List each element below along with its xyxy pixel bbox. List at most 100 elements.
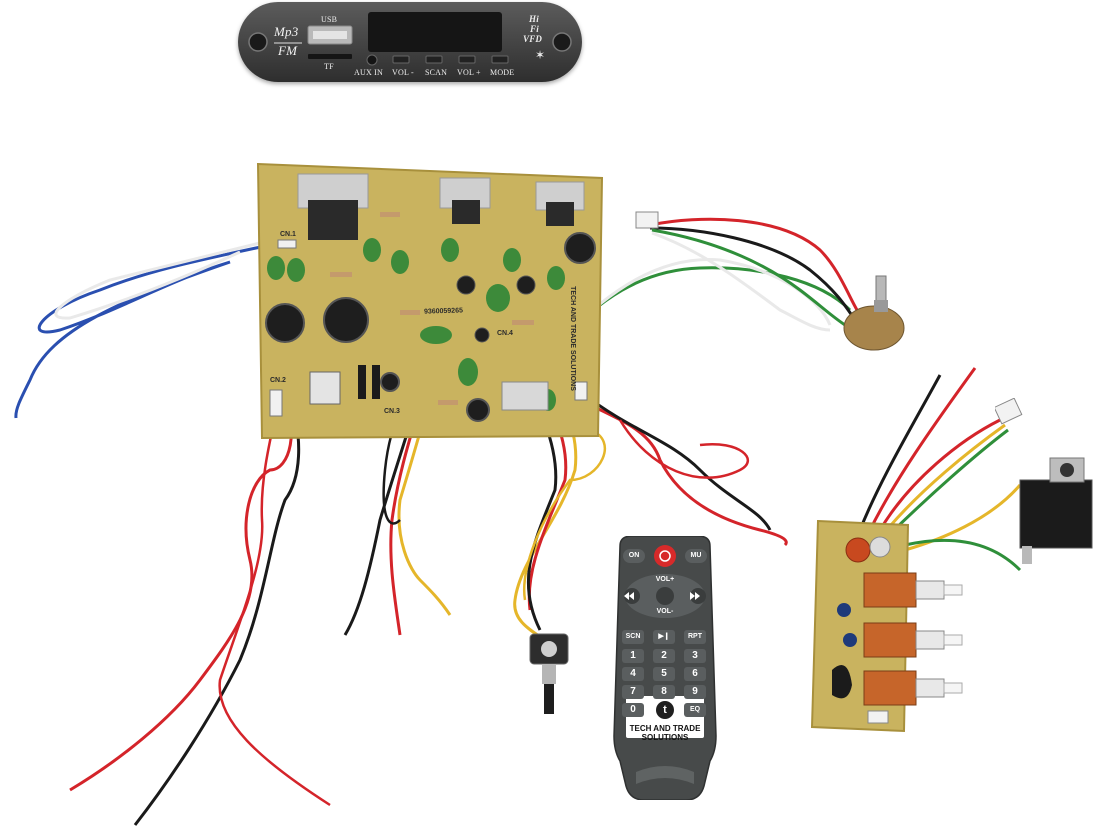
play-pause-button <box>656 587 674 605</box>
capacitor-large-3 <box>564 232 596 264</box>
silk-cn2: CN.2 <box>270 377 286 384</box>
amplifier-board <box>256 162 604 440</box>
brand-logo-icon: t <box>656 701 674 719</box>
remote-brand-line-2: SOLUTIONS <box>641 733 689 742</box>
diode-1 <box>358 365 366 399</box>
scan-label: SCAN <box>425 68 448 77</box>
vol-up-button[interactable]: VOL+ <box>655 576 675 583</box>
mp3-brand-top: Mp3 <box>274 24 299 39</box>
vol-minus-key <box>392 55 410 64</box>
switch-tip-2 <box>943 634 963 646</box>
key-6[interactable]: 6 <box>684 667 706 681</box>
ic-3 <box>546 202 574 226</box>
vol-plus-key <box>458 55 476 64</box>
vol-down-button[interactable]: VOL- <box>656 608 674 615</box>
small-pot-bushing <box>542 664 556 684</box>
capacitor-6 <box>456 275 476 295</box>
red-wire-top <box>649 217 862 316</box>
switch-cap-2 <box>869 536 891 558</box>
remote-brand-line-1: TECH AND TRADE <box>629 724 701 733</box>
switch-plunger-1 <box>915 580 945 600</box>
green-wire-switch <box>888 428 1009 536</box>
yellow-loop <box>523 428 607 601</box>
mode-label: MODE <box>490 68 515 77</box>
pot-bushing <box>874 300 888 312</box>
small-pot <box>529 633 569 714</box>
red-wire-switch-1 <box>868 367 977 531</box>
play-button[interactable]: ▶❙ <box>653 630 675 644</box>
switch-connector <box>867 710 889 724</box>
film-cap-2 <box>287 258 305 282</box>
capacitor-large-2 <box>323 297 369 343</box>
mp3-brand-bottom: FM <box>278 43 298 58</box>
film-cap-4 <box>391 250 409 274</box>
silk-cn4: CN.4 <box>497 330 513 337</box>
resistor-5 <box>438 400 458 405</box>
rpt-button[interactable]: RPT <box>684 630 706 644</box>
aux-in-label: AUX IN <box>354 68 383 77</box>
key-8[interactable]: 8 <box>653 685 675 699</box>
mounting-hole-left <box>248 32 268 52</box>
aux-jack <box>366 54 378 66</box>
film-cap-3 <box>363 238 381 262</box>
key-0[interactable]: 0 <box>622 703 644 717</box>
pushbutton-switch-2 <box>863 622 917 658</box>
key-7[interactable]: 7 <box>622 685 644 699</box>
hifi-line-3: VFD <box>523 34 543 44</box>
mounting-hole-right <box>552 32 572 52</box>
connector-cn2 <box>269 389 283 417</box>
transistor <box>832 665 852 699</box>
display-window <box>368 12 502 52</box>
yellow-wire-switch <box>883 423 1006 533</box>
switch-cap-blue-2 <box>843 633 857 647</box>
resistor-4 <box>330 272 352 277</box>
resistor-1 <box>380 212 400 217</box>
key-5[interactable]: 5 <box>653 667 675 681</box>
jack-body <box>1019 479 1093 549</box>
black-wire-left <box>133 391 301 826</box>
switch-tip-1 <box>943 584 963 596</box>
capacitor-7 <box>516 275 536 295</box>
tf-slot <box>308 54 352 59</box>
mute-button[interactable]: MU <box>685 549 707 563</box>
bluetooth-icon: ✶ <box>535 48 546 62</box>
black-wire-right <box>584 393 772 531</box>
white-wire <box>54 238 273 320</box>
film-cap-10 <box>458 358 478 386</box>
small-pot-ring <box>541 641 557 657</box>
red-wire-switch-2 <box>878 418 1001 531</box>
key-9[interactable]: 9 <box>684 685 706 699</box>
remote-control: ON MU VOL+ VOL- SCN ▶❙ RPT 1 2 3 4 5 6 7… <box>612 536 718 800</box>
audio-jack <box>1019 457 1093 564</box>
mp3-module-panel: Mp3 FM USB TF Hi Fi VFD ✶ AUX IN VOL - S… <box>238 2 582 82</box>
key-2[interactable]: 2 <box>653 649 675 663</box>
jst-connector-switch <box>995 398 1023 425</box>
key-4[interactable]: 4 <box>622 667 644 681</box>
green-wire-top <box>651 228 846 327</box>
silk-brand: TECH AND TRADE SOLUTIONS <box>568 286 576 391</box>
on-button[interactable]: ON <box>623 549 645 563</box>
regulator-heatsink <box>501 381 549 411</box>
silk-cn1: CN.1 <box>280 231 296 238</box>
key-3[interactable]: 3 <box>684 649 706 663</box>
usb-label: USB <box>321 15 338 24</box>
connector-cn1 <box>277 239 297 249</box>
mode-key <box>491 55 509 64</box>
volume-pot-assembly <box>635 211 905 351</box>
blue-wire <box>14 243 271 419</box>
key-1[interactable]: 1 <box>622 649 644 663</box>
black-wire-switch <box>858 374 942 531</box>
hifi-line-2: Fi <box>530 24 539 34</box>
switch-tip-3 <box>943 682 963 694</box>
jack-lug <box>1022 546 1032 564</box>
eq-button[interactable]: EQ <box>684 703 706 717</box>
connector-right <box>574 381 588 401</box>
vol-plus-label: VOL + <box>457 68 481 77</box>
silk-phone: 9360059265 <box>423 307 464 316</box>
scn-button[interactable]: SCN <box>622 630 644 644</box>
switch-cap-1 <box>845 537 871 563</box>
switch-cap-blue-1 <box>837 603 851 617</box>
hifi-line-1: Hi <box>529 14 539 24</box>
scan-key <box>425 55 443 64</box>
